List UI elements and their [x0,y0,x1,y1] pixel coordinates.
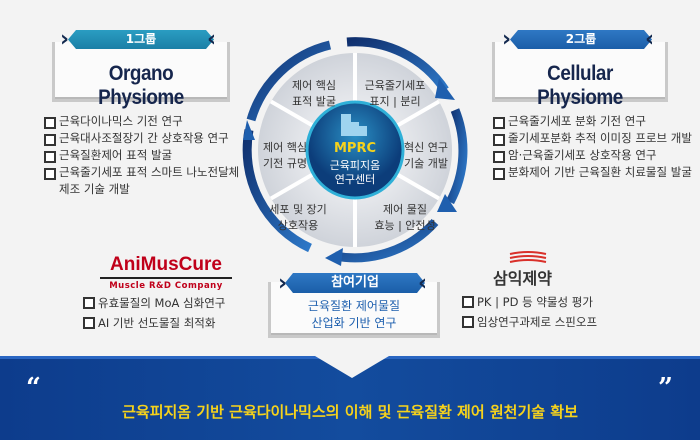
segment-label: 제어 물질 [383,203,427,216]
list-item: PK | PD 등 약물성 평가 [462,292,597,312]
ribbon-left-mark-icon: › [278,271,288,296]
center-line2: 연구센터 [334,173,376,186]
animuscure-logo: AniMusCure [100,254,232,279]
research-cycle [242,37,468,266]
samik-logo-mark-icon [509,251,547,263]
close-quote-icon: ” [658,373,673,403]
participating-line1: 근육질환 제어물질 [307,299,401,313]
ribbon-right-mark-icon: ‹ [207,27,217,52]
group2-title: Cellular Physiome [537,62,623,109]
list-item: 근육질환제어 표적 발굴 [44,147,244,164]
cycle-arrows [242,37,468,263]
center-circle [305,100,405,200]
list-item: 근육대사조절장기 간 상호작용 연구 [44,130,244,147]
company2-list: PK | PD 등 약물성 평가 임상연구과제로 스핀오프 [462,292,597,332]
segment-label: 세포 및 장기 [269,203,327,216]
segment-label: 근육줄기세포 [364,79,426,92]
segment-label: 제어 핵심 [292,79,336,92]
participating-badge: 참여기업 [285,273,425,293]
arrowheads [243,78,457,266]
segment-label: 제어 핵심 [263,141,307,154]
segment-label: 상호작용 [277,219,319,232]
samik-logo: 삼익제약 [493,269,552,288]
list-item: 암·근육줄기세포 상호작용 연구 [493,147,693,164]
list-item: 근육줄기세포 분화 기전 연구 [493,113,693,130]
ribbon-left-mark-icon: › [502,27,512,52]
group1-title: Organo Physiome [98,62,184,109]
group2-badge: 2그룹 [510,30,652,49]
list-item: 근육줄기세포 표적 스마트 나노전달체 제조 기술 개발 [44,164,244,198]
ribbon-right-mark-icon: ‹ [645,27,655,52]
building-icon [341,114,367,136]
segment-label: 표적 발굴 [292,95,336,108]
segment-label: 혁신 연구 [404,141,448,154]
banner-text: 근육피지옴 기반 근육다이나믹스의 이해 및 근육질환 제어 원천기술 확보 [122,403,578,421]
group1-badge: 1그룹 [68,30,214,49]
segment-label: 표지 | 분리 [369,95,421,108]
company1-list: 유효물질의 MoA 심화연구 AI 기반 선도물질 최적화 [83,293,225,333]
animuscure-tagline: Muscle R&D Company [109,281,223,291]
list-item: AI 기반 선도물질 최적화 [83,313,225,333]
ribbon-right-mark-icon: ‹ [418,271,428,296]
group1-list: 근육다이나믹스 기전 연구 근육대사조절장기 간 상호작용 연구 근육질환제어 … [44,113,244,198]
list-item: 줄기세포분화 추적 이미징 프로브 개발 [493,130,693,147]
center-line1: 근육피지옴 [329,159,381,172]
summary-banner: “ ” 근육피지옴 기반 근육다이나믹스의 이해 및 근육질환 제어 원천기술 … [0,356,700,440]
list-item: 근육다이나믹스 기전 연구 [44,113,244,130]
list-item: 유효물질의 MoA 심화연구 [83,293,225,313]
list-item: 분화제어 기반 근육질환 치료물질 발굴 [493,164,693,181]
segment-label: 기전 규명 [263,157,307,170]
group2-list: 근육줄기세포 분화 기전 연구 줄기세포분화 추적 이미징 프로브 개발 암·근… [493,113,693,181]
open-quote-icon: “ [26,373,41,403]
ribbon-left-mark-icon: › [60,27,70,52]
group1-box: Organo Physiome [52,42,230,109]
list-item: 임상연구과제로 스핀오프 [462,312,597,332]
segment-label: 효능 | 안전성 [374,219,436,232]
segment-label: 기술 개발 [404,157,448,170]
center-name: MPRC [333,141,376,156]
participating-line2: 산업화 기반 연구 [311,316,397,330]
group2-box: Cellular Physiome [492,42,668,109]
